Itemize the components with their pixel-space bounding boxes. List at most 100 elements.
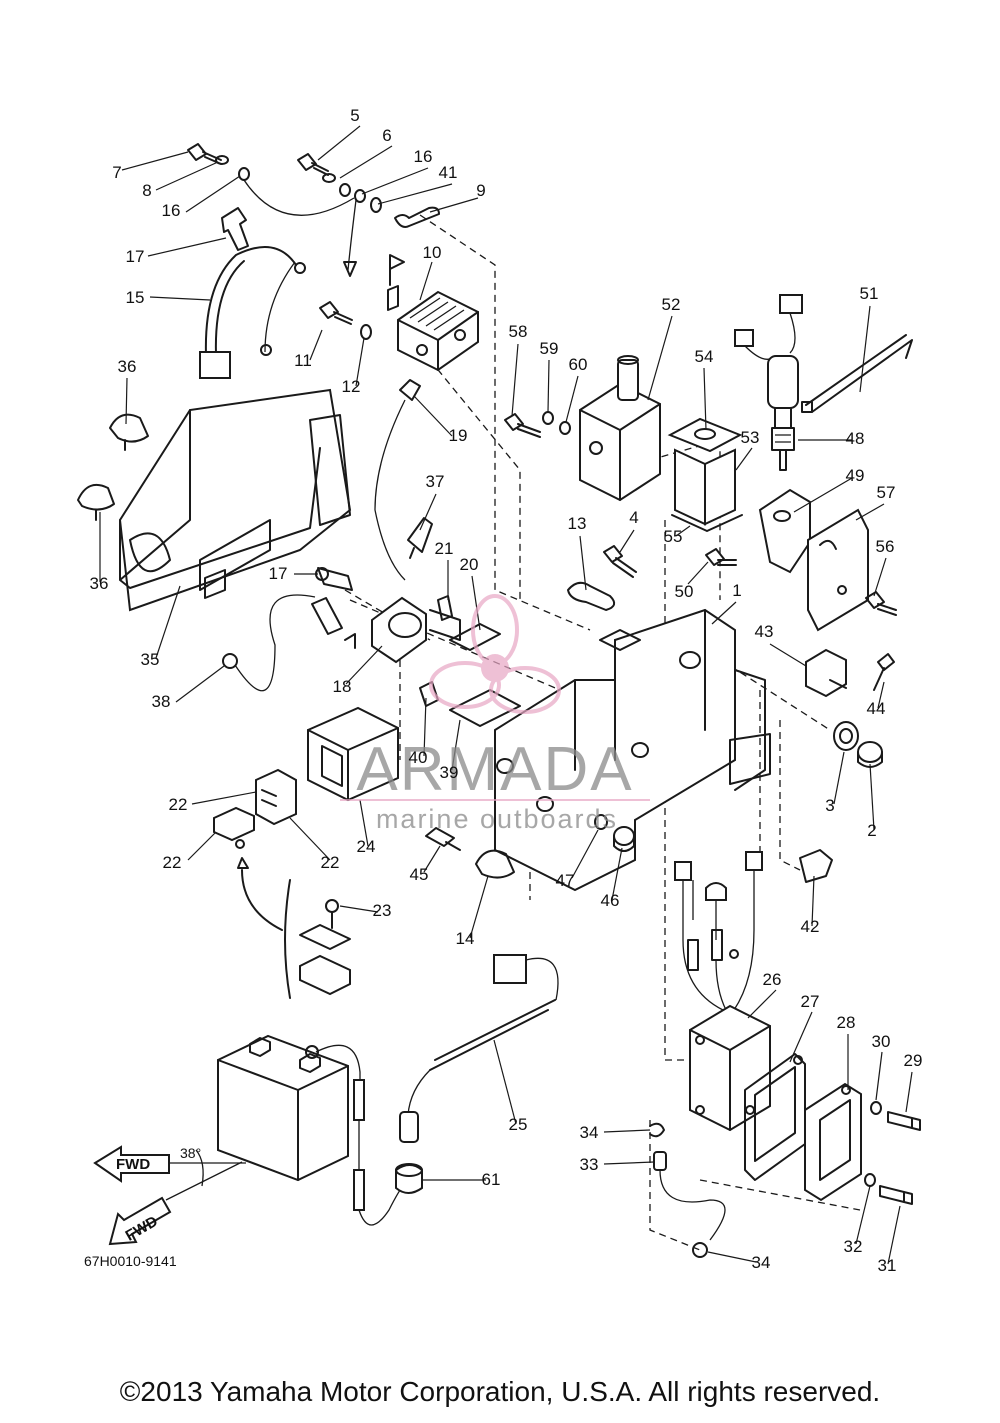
part-label-p16a: 16	[414, 147, 433, 166]
part-53-55-mount	[671, 448, 743, 532]
part-label-p21: 21	[435, 539, 454, 558]
part-label-p5: 5	[350, 106, 359, 125]
watermark-tagline: marine outboards	[376, 804, 618, 834]
part-label-p2: 2	[867, 821, 876, 840]
watermark-logo	[429, 594, 561, 714]
part-label-p22b: 22	[163, 853, 182, 872]
part-13-clamp	[567, 581, 616, 611]
part-54-pad	[667, 417, 743, 453]
part-label-p59: 59	[540, 339, 559, 358]
part-label-p51: 51	[860, 284, 879, 303]
part-label-p4: 4	[629, 508, 638, 527]
part-label-p7: 7	[112, 163, 121, 182]
part-14-clip	[475, 849, 515, 879]
drawing-code: 67H0010-9141	[84, 1253, 177, 1269]
part-label-p46: 46	[601, 891, 620, 910]
part-50-bolt	[705, 548, 737, 566]
part-label-p35: 35	[141, 650, 160, 669]
part-label-p11: 11	[294, 351, 312, 370]
part-44-screw	[873, 653, 895, 691]
part-label-p22c: 22	[321, 853, 340, 872]
part-45-sensor	[425, 827, 461, 851]
part-56-bolt	[865, 591, 897, 616]
part-51-cable-tie	[801, 334, 913, 413]
part-15-battery-cable	[199, 246, 306, 379]
part-10-relay	[387, 285, 479, 372]
part-label-p37: 37	[426, 472, 445, 491]
angle-label: 38°	[180, 1145, 201, 1161]
part-label-p45: 45	[410, 865, 429, 884]
part-label-p50: 50	[675, 582, 694, 601]
part-label-p9: 9	[476, 181, 485, 200]
part-label-p44: 44	[867, 699, 886, 718]
part-25-battery-cable	[305, 954, 559, 1226]
part-17-elbow-lower	[315, 567, 353, 591]
part-label-p52: 52	[662, 295, 681, 314]
part-23-bracket-detail	[237, 857, 351, 999]
part-label-p39: 39	[440, 763, 459, 782]
part-label-p8: 8	[142, 181, 151, 200]
part-label-p28: 28	[837, 1013, 856, 1032]
parts-33-34-terminals	[649, 1122, 726, 1258]
part-24-connector-housing	[307, 706, 399, 802]
part-label-p54: 54	[695, 347, 714, 366]
part-label-p32: 32	[844, 1237, 863, 1256]
part-label-p61: 61	[482, 1170, 501, 1189]
part-label-p12: 12	[342, 377, 361, 396]
part-label-p14: 14	[456, 929, 475, 948]
part-28-cover	[804, 1082, 862, 1202]
part-4-bolt	[603, 545, 637, 578]
part-52-cover	[579, 355, 661, 502]
part-61-cap	[395, 1163, 423, 1194]
part-label-p53: 53	[741, 428, 760, 447]
part-label-p29: 29	[904, 1051, 923, 1070]
parts-29-30-31-32	[864, 1101, 921, 1205]
part-label-p56: 56	[876, 537, 895, 556]
part-2-collar	[857, 741, 883, 768]
part-label-p24: 24	[357, 837, 376, 856]
fwd-arrow-angled	[108, 1149, 243, 1246]
part-47-washer	[594, 814, 608, 830]
part-label-p34a: 34	[580, 1123, 599, 1142]
part-label-p30: 30	[872, 1032, 891, 1051]
part-42-clip	[799, 849, 833, 883]
part-49-holder	[758, 488, 811, 574]
part-label-p19: 19	[449, 426, 468, 445]
part-label-p36a: 36	[118, 357, 137, 376]
part-label-p43: 43	[755, 622, 774, 641]
fwd-arrow-straight	[93, 1145, 246, 1183]
part-57-plate	[807, 508, 869, 632]
part-label-p47: 47	[556, 871, 575, 890]
part-label-p6: 6	[382, 126, 391, 145]
part-label-p31: 31	[878, 1256, 897, 1275]
part-label-p23: 23	[373, 901, 392, 920]
battery	[217, 1034, 349, 1182]
part-label-p26: 26	[763, 970, 782, 989]
part-22-connector-a	[255, 768, 297, 826]
part-35-electrical-box	[118, 388, 352, 612]
part-label-p55: 55	[664, 527, 683, 546]
watermark: ARMADA marine outboards	[340, 594, 650, 834]
part-46-collar	[613, 826, 635, 852]
part-label-p13: 13	[568, 514, 587, 533]
part-label-p33: 33	[580, 1155, 599, 1174]
part-label-p34b: 34	[752, 1253, 771, 1272]
part-label-p42: 42	[801, 917, 820, 936]
part-label-p48: 48	[846, 429, 865, 448]
part-label-p18: 18	[333, 677, 352, 696]
part-label-p40: 40	[409, 748, 428, 767]
part-48-sensor	[734, 294, 803, 471]
part-label-p27: 27	[801, 992, 820, 1011]
harness-wires	[674, 851, 763, 1011]
part-label-p57: 57	[877, 483, 896, 502]
part-36-clip-top	[109, 413, 149, 451]
part-label-p20: 20	[460, 555, 479, 574]
part-1-main-bracket	[494, 608, 771, 892]
part-37-clip	[407, 517, 433, 559]
part-label-p1: 1	[732, 581, 741, 600]
part-label-p17b: 17	[269, 564, 288, 583]
part-38-lead	[222, 594, 356, 692]
label-leaders	[99, 125, 913, 1265]
